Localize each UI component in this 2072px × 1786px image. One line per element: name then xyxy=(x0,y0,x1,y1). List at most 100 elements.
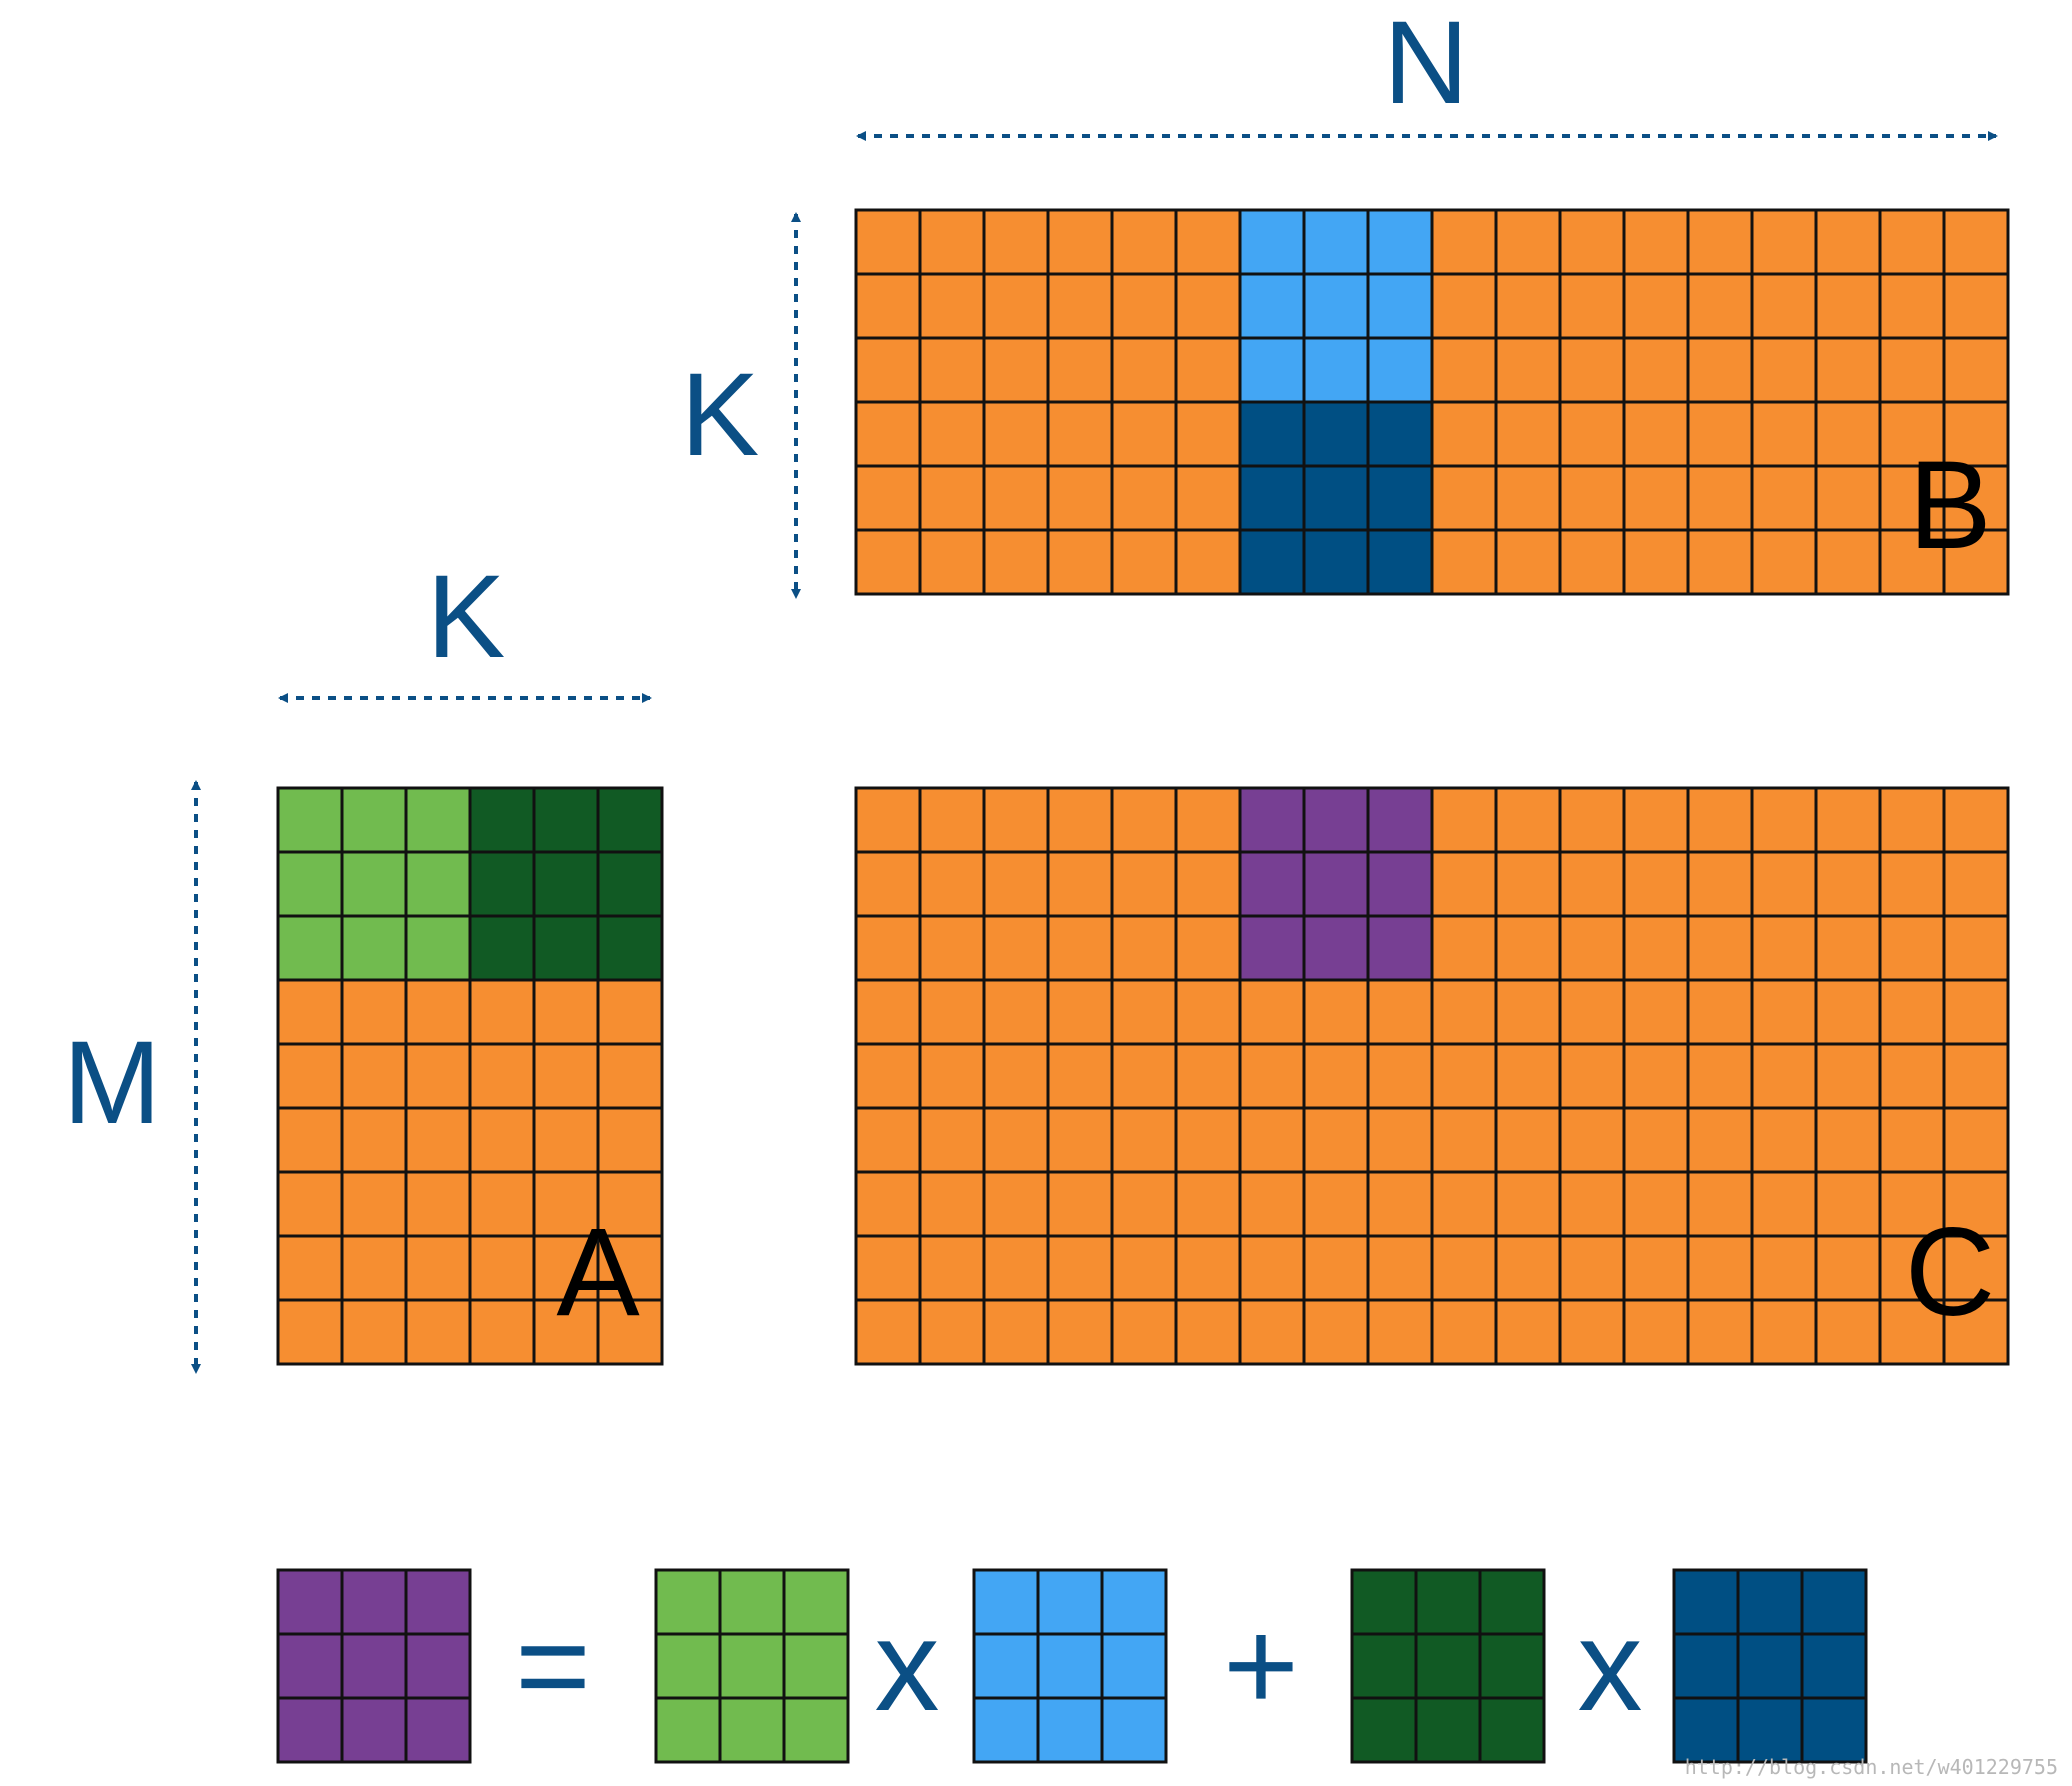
matrix-c-cell xyxy=(1430,978,1498,1046)
matrix-b-cell xyxy=(918,208,986,276)
matrix-b-cell xyxy=(1238,336,1306,404)
matrix-c-cell xyxy=(1494,1298,1562,1366)
matrix-c-cell xyxy=(1878,1170,1946,1238)
matrix-c-cell xyxy=(1238,786,1306,854)
matrix-c-cell xyxy=(1814,850,1882,918)
matrix-b-cell xyxy=(982,208,1050,276)
matrix-c-cell xyxy=(1686,1106,1754,1174)
matrix-c-cell xyxy=(1366,1042,1434,1110)
matrix-a-cell xyxy=(276,786,344,854)
equation-block-cell xyxy=(1414,1568,1482,1636)
matrix-c-cell xyxy=(1558,1234,1626,1302)
matrix-c-cell xyxy=(1430,786,1498,854)
n-dimension-label: N xyxy=(1383,0,1468,129)
matrix-c-cell xyxy=(854,850,922,918)
matrix-c-cell xyxy=(1174,1170,1242,1238)
matrix-a-cell xyxy=(532,850,600,918)
matrix-c-cell xyxy=(982,1106,1050,1174)
matrix-b-cell xyxy=(918,528,986,596)
matrix-c-cell xyxy=(1046,1042,1114,1110)
matrix-a-cell xyxy=(340,914,408,982)
equation-block-cell xyxy=(654,1568,722,1636)
equation-block-cell xyxy=(718,1568,786,1636)
matrix-c-cell xyxy=(1558,786,1626,854)
matrix-c-cell xyxy=(982,914,1050,982)
matrix-b-cell xyxy=(1814,208,1882,276)
matrix-b-cell xyxy=(1942,336,2010,404)
matrix-b-cell xyxy=(1366,208,1434,276)
equation-block-cell xyxy=(782,1568,850,1636)
equals-sign: = xyxy=(515,1592,591,1738)
equation-block-cell xyxy=(1350,1696,1418,1764)
matrix-c-cell xyxy=(1046,850,1114,918)
matrix-c-cell xyxy=(1366,1234,1434,1302)
matrix-b-grid xyxy=(854,208,2010,596)
matrix-c-cell xyxy=(1110,1170,1178,1238)
matrix-b-cell xyxy=(1622,208,1690,276)
equation-block-cell xyxy=(1100,1696,1168,1764)
matrix-c-cell xyxy=(1750,1234,1818,1302)
matrix-c-cell xyxy=(918,850,986,918)
matrix-b-cell xyxy=(1046,464,1114,532)
matrix-b-cell xyxy=(1238,464,1306,532)
matrix-b-cell xyxy=(1046,400,1114,468)
matrix-c-cell xyxy=(1750,978,1818,1046)
matrix-a-cell xyxy=(276,1298,344,1366)
matrix-c-cell xyxy=(1046,786,1114,854)
matrix-a-cell xyxy=(276,1106,344,1174)
matrix-c-cell xyxy=(1366,978,1434,1046)
matrix-b-cell xyxy=(1494,528,1562,596)
matrix-c-cell xyxy=(1878,1298,1946,1366)
matrix-c-cell xyxy=(1686,914,1754,982)
matrix-a-cell xyxy=(404,914,472,982)
matrix-c-cell xyxy=(1622,1298,1690,1366)
matrix-c-cell xyxy=(1302,978,1370,1046)
matrix-c-cell xyxy=(1622,850,1690,918)
matrix-c-cell xyxy=(1174,1298,1242,1366)
matrix-c-cell xyxy=(1110,850,1178,918)
matrix-b-cell xyxy=(918,272,986,340)
matrix-b-cell xyxy=(1110,400,1178,468)
equation-block-cell xyxy=(1672,1696,1740,1764)
matrix-c-cell xyxy=(1686,1170,1754,1238)
matrix-a-cell xyxy=(596,850,664,918)
matrix-c-cell xyxy=(1046,914,1114,982)
matrix-b-cell xyxy=(1622,400,1690,468)
matrix-a-cell xyxy=(276,1042,344,1110)
matrix-b-cell xyxy=(1558,272,1626,340)
matrix-c-cell xyxy=(1686,850,1754,918)
matrix-c-cell xyxy=(1110,978,1178,1046)
equation-block-cell xyxy=(1800,1568,1868,1636)
matrix-b-cell xyxy=(1110,272,1178,340)
matrix-c-cell xyxy=(1942,1234,2010,1302)
matrix-c-cell xyxy=(1622,1234,1690,1302)
matrix-b-cell xyxy=(1878,272,1946,340)
matrix-c-cell xyxy=(1430,1298,1498,1366)
matrix-c-cell xyxy=(1302,914,1370,982)
matrix-c-cell xyxy=(982,786,1050,854)
matrix-b-cell xyxy=(854,528,922,596)
matrix-a-cell xyxy=(596,1298,664,1366)
matrix-c-cell xyxy=(1494,1234,1562,1302)
matrix-b-cell xyxy=(1558,528,1626,596)
matrix-b-cell xyxy=(1942,272,2010,340)
matrix-c-cell xyxy=(1622,914,1690,982)
matrix-c-cell xyxy=(918,1234,986,1302)
matrix-c-cell xyxy=(1430,850,1498,918)
matrix-b-cell xyxy=(1046,528,1114,596)
times-sign-2: x xyxy=(1578,1592,1643,1738)
matrix-b-cell xyxy=(1430,400,1498,468)
times-sign-1: x xyxy=(875,1592,940,1738)
matrix-a-cell xyxy=(404,786,472,854)
matrix-a-cell xyxy=(404,850,472,918)
matrix-b-cell xyxy=(854,272,922,340)
matrix-c-cell xyxy=(1494,850,1562,918)
matrix-b-cell xyxy=(982,528,1050,596)
matrix-c-cell xyxy=(1238,914,1306,982)
matrix-b-cell xyxy=(982,336,1050,404)
matrix-b-cell xyxy=(1942,528,2010,596)
matrix-a-cell xyxy=(468,1298,536,1366)
matrix-c-cell xyxy=(1686,1298,1754,1366)
matrix-c-cell xyxy=(1558,914,1626,982)
matrix-a-cell xyxy=(596,786,664,854)
